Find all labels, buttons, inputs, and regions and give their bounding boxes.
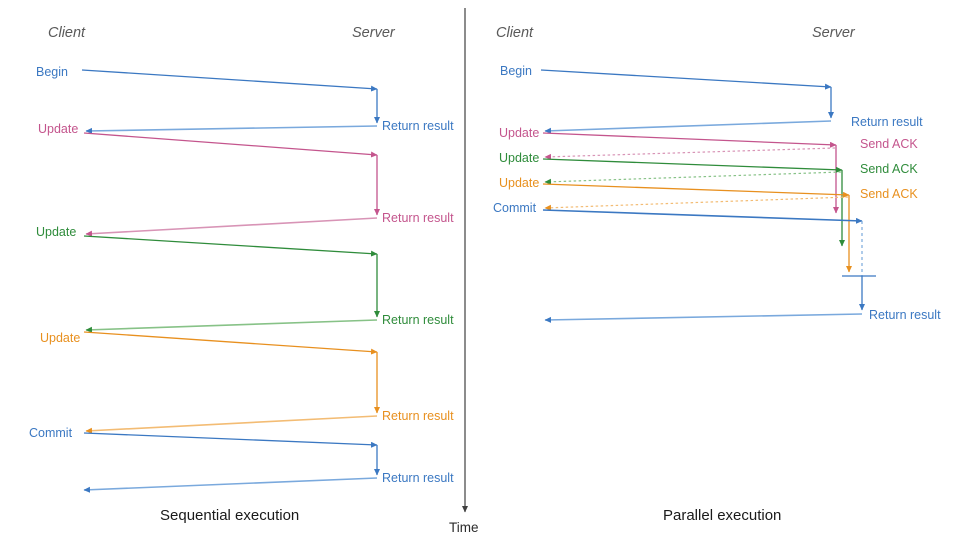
message-update3-request bbox=[83, 331, 378, 355]
par-client-label-commit: Commit bbox=[493, 201, 537, 215]
seq-server-label-return-5: Return result bbox=[382, 471, 454, 485]
seq-client-label-update-2: Update bbox=[36, 225, 76, 239]
par-client-label-begin: Begin bbox=[500, 64, 532, 78]
par-server-label-ack-1: Send ACK bbox=[860, 137, 918, 151]
seq-server-header: Server bbox=[352, 25, 396, 41]
message-update2-request bbox=[83, 235, 378, 257]
par-client-label-update-3: Update bbox=[499, 176, 539, 190]
par-server-label-ack-3: Send ACK bbox=[860, 187, 918, 201]
p-message-update1-ack bbox=[544, 147, 836, 160]
p-message-update3-request bbox=[542, 183, 850, 198]
seq-server-label-return-2: Return result bbox=[382, 211, 454, 225]
par-server-header: Server bbox=[812, 25, 856, 41]
message-begin-return bbox=[85, 125, 378, 134]
p-message-commit-request bbox=[542, 209, 863, 224]
message-begin-request bbox=[81, 69, 378, 92]
seq-server-label-return-4: Return result bbox=[382, 409, 454, 423]
par-server-label-ack-2: Send ACK bbox=[860, 162, 918, 176]
message-commit-return bbox=[83, 477, 378, 493]
seq-client-label-update-1: Update bbox=[38, 122, 78, 136]
seq-caption: Sequential execution bbox=[160, 507, 299, 524]
p-message-update3-ack bbox=[544, 196, 849, 211]
p-message-update2-ack bbox=[544, 171, 842, 185]
p-message-commit-return bbox=[544, 313, 863, 323]
seq-client-label-begin: Begin bbox=[36, 65, 68, 79]
message-update1-return bbox=[85, 217, 378, 237]
message-update3-return bbox=[85, 415, 378, 434]
time-axis-label: Time bbox=[449, 520, 479, 535]
seq-client-label-commit: Commit bbox=[29, 426, 73, 440]
p-message-update1-request bbox=[542, 132, 837, 148]
par-client-header: Client bbox=[496, 25, 534, 41]
seq-server-label-return-1: Return result bbox=[382, 119, 454, 133]
par-server-label-return-2: Return result bbox=[869, 308, 941, 322]
seq-client-label-update-3: Update bbox=[40, 331, 80, 345]
p-message-begin-request bbox=[540, 69, 832, 90]
p-message-begin-return bbox=[544, 120, 832, 134]
par-server-label-return-1: Return result bbox=[851, 115, 923, 129]
message-commit-request bbox=[83, 432, 378, 448]
panel-sequential bbox=[81, 69, 380, 493]
seq-client-header: Client bbox=[48, 25, 86, 41]
par-caption: Parallel execution bbox=[663, 507, 781, 524]
message-update1-request bbox=[83, 132, 378, 158]
p-message-update2-request bbox=[542, 158, 843, 173]
message-update2-return bbox=[85, 319, 378, 333]
par-client-label-update-1: Update bbox=[499, 126, 539, 140]
par-client-label-update-2: Update bbox=[499, 151, 539, 165]
panel-parallel bbox=[540, 69, 876, 323]
seq-server-label-return-3: Return result bbox=[382, 313, 454, 327]
